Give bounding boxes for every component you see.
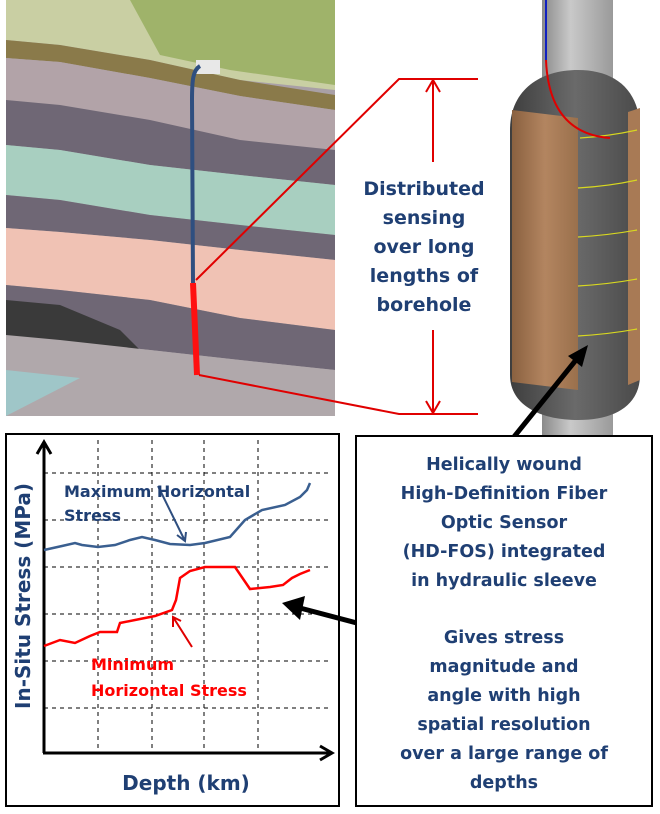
y-axis-label: In-Situ Stress (MPa) [11,483,35,709]
result-text-line: spatial resolution [417,715,590,735]
sensor-text-line: Optic Sensor [441,513,568,533]
bracket-line: over long [373,236,474,258]
min-horizontal-stress-curve [43,565,311,648]
annotation-arrows [157,485,193,648]
result-text-line: Gives stress [444,628,564,648]
result-text-line: magnitude and [429,657,578,677]
truck-icon [196,60,220,74]
borehole-cable [189,64,202,284]
bracket-line: Distributed [363,178,484,200]
geology-illustration [6,0,335,416]
sensing-section [190,282,200,376]
max-stress-label: Maximum Horizontal [64,482,250,501]
bracket-line: sensing [383,207,466,229]
x-axis-label: Depth (km) [122,771,250,795]
min-stress-label: Horizontal Stress [91,681,247,700]
bracket-line: borehole [377,294,472,316]
axes [35,439,335,762]
bracket-text: Distributed sensing over long lengths of… [363,178,484,316]
sensor-text-line: in hydraulic sleeve [411,571,597,591]
max-horizontal-stress-curve [43,482,312,552]
result-text-line: over a large range of [400,744,608,764]
sensor-tool-illustration [510,0,640,435]
description-panel [355,435,653,807]
sensor-arrow [503,345,588,450]
max-stress-label: Stress [64,506,121,525]
min-stress-label: Minimum [91,655,174,674]
grid [44,440,330,752]
length-bracket [195,78,478,415]
sensor-text-line: High-Definition Fiber [401,484,608,504]
result-text-line: depths [470,773,538,793]
result-text-line: angle with high [427,686,580,706]
sensor-text-line: Helically wound [426,455,582,475]
sensor-text-line: (HD-FOS) integrated [403,542,606,562]
bracket-line: lengths of [370,265,479,287]
